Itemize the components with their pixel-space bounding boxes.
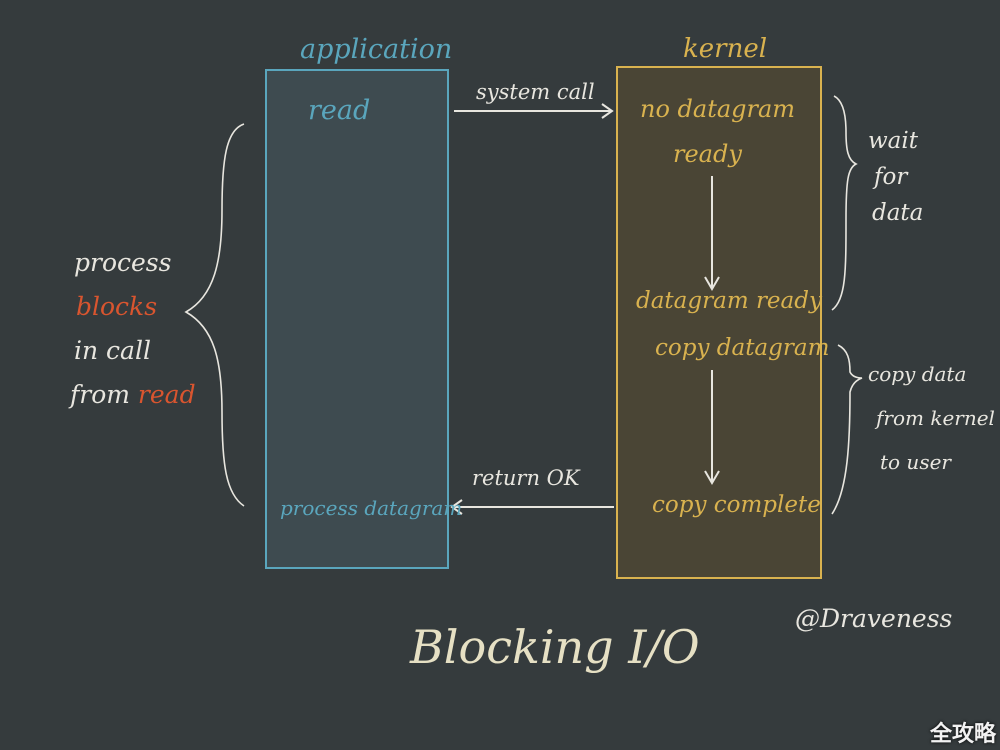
copy-down-arrow: [704, 370, 720, 485]
application-box: [265, 69, 449, 569]
copy-brace: [831, 344, 863, 515]
left-note-blocks: blocks: [76, 292, 158, 321]
no-datagram-label: no datagram: [640, 95, 796, 123]
no-datagram-ready-label: ready: [673, 140, 742, 168]
process-datagram-label: process datagram: [280, 496, 463, 520]
left-note-read: read: [137, 380, 196, 409]
left-note-in-call: in call: [74, 336, 151, 365]
kernel-box: [616, 66, 822, 579]
kernel-title: kernel: [683, 34, 768, 64]
signature: @Draveness: [795, 604, 953, 633]
application-read-label: read: [308, 95, 371, 126]
copy-datagram-label: copy datagram: [655, 335, 830, 361]
left-note-process: process: [74, 248, 172, 277]
wait-brace: [831, 95, 858, 311]
watermark: 全攻略: [930, 722, 997, 747]
copy-note-line2: from kernel: [876, 406, 995, 430]
wait-note-line3: data: [872, 200, 924, 226]
wait-note-line2: for: [874, 164, 908, 190]
copy-note-line3: to user: [880, 450, 951, 474]
datagram-ready-label: datagram ready: [636, 288, 822, 314]
wait-note-line1: wait: [868, 128, 918, 154]
left-brace: [184, 123, 245, 507]
application-title: application: [300, 34, 453, 65]
system-call-label: system call: [476, 80, 595, 104]
left-note-from-read: from read: [70, 380, 196, 409]
left-note-from: from: [70, 380, 138, 409]
wait-down-arrow: [704, 176, 720, 291]
return-ok-arrow: [450, 499, 614, 515]
system-call-arrow: [454, 103, 614, 119]
copy-complete-label: copy complete: [652, 492, 821, 518]
return-ok-label: return OK: [472, 466, 580, 490]
copy-note-line1: copy data: [868, 362, 967, 386]
diagram-title: Blocking I/O: [410, 620, 700, 674]
